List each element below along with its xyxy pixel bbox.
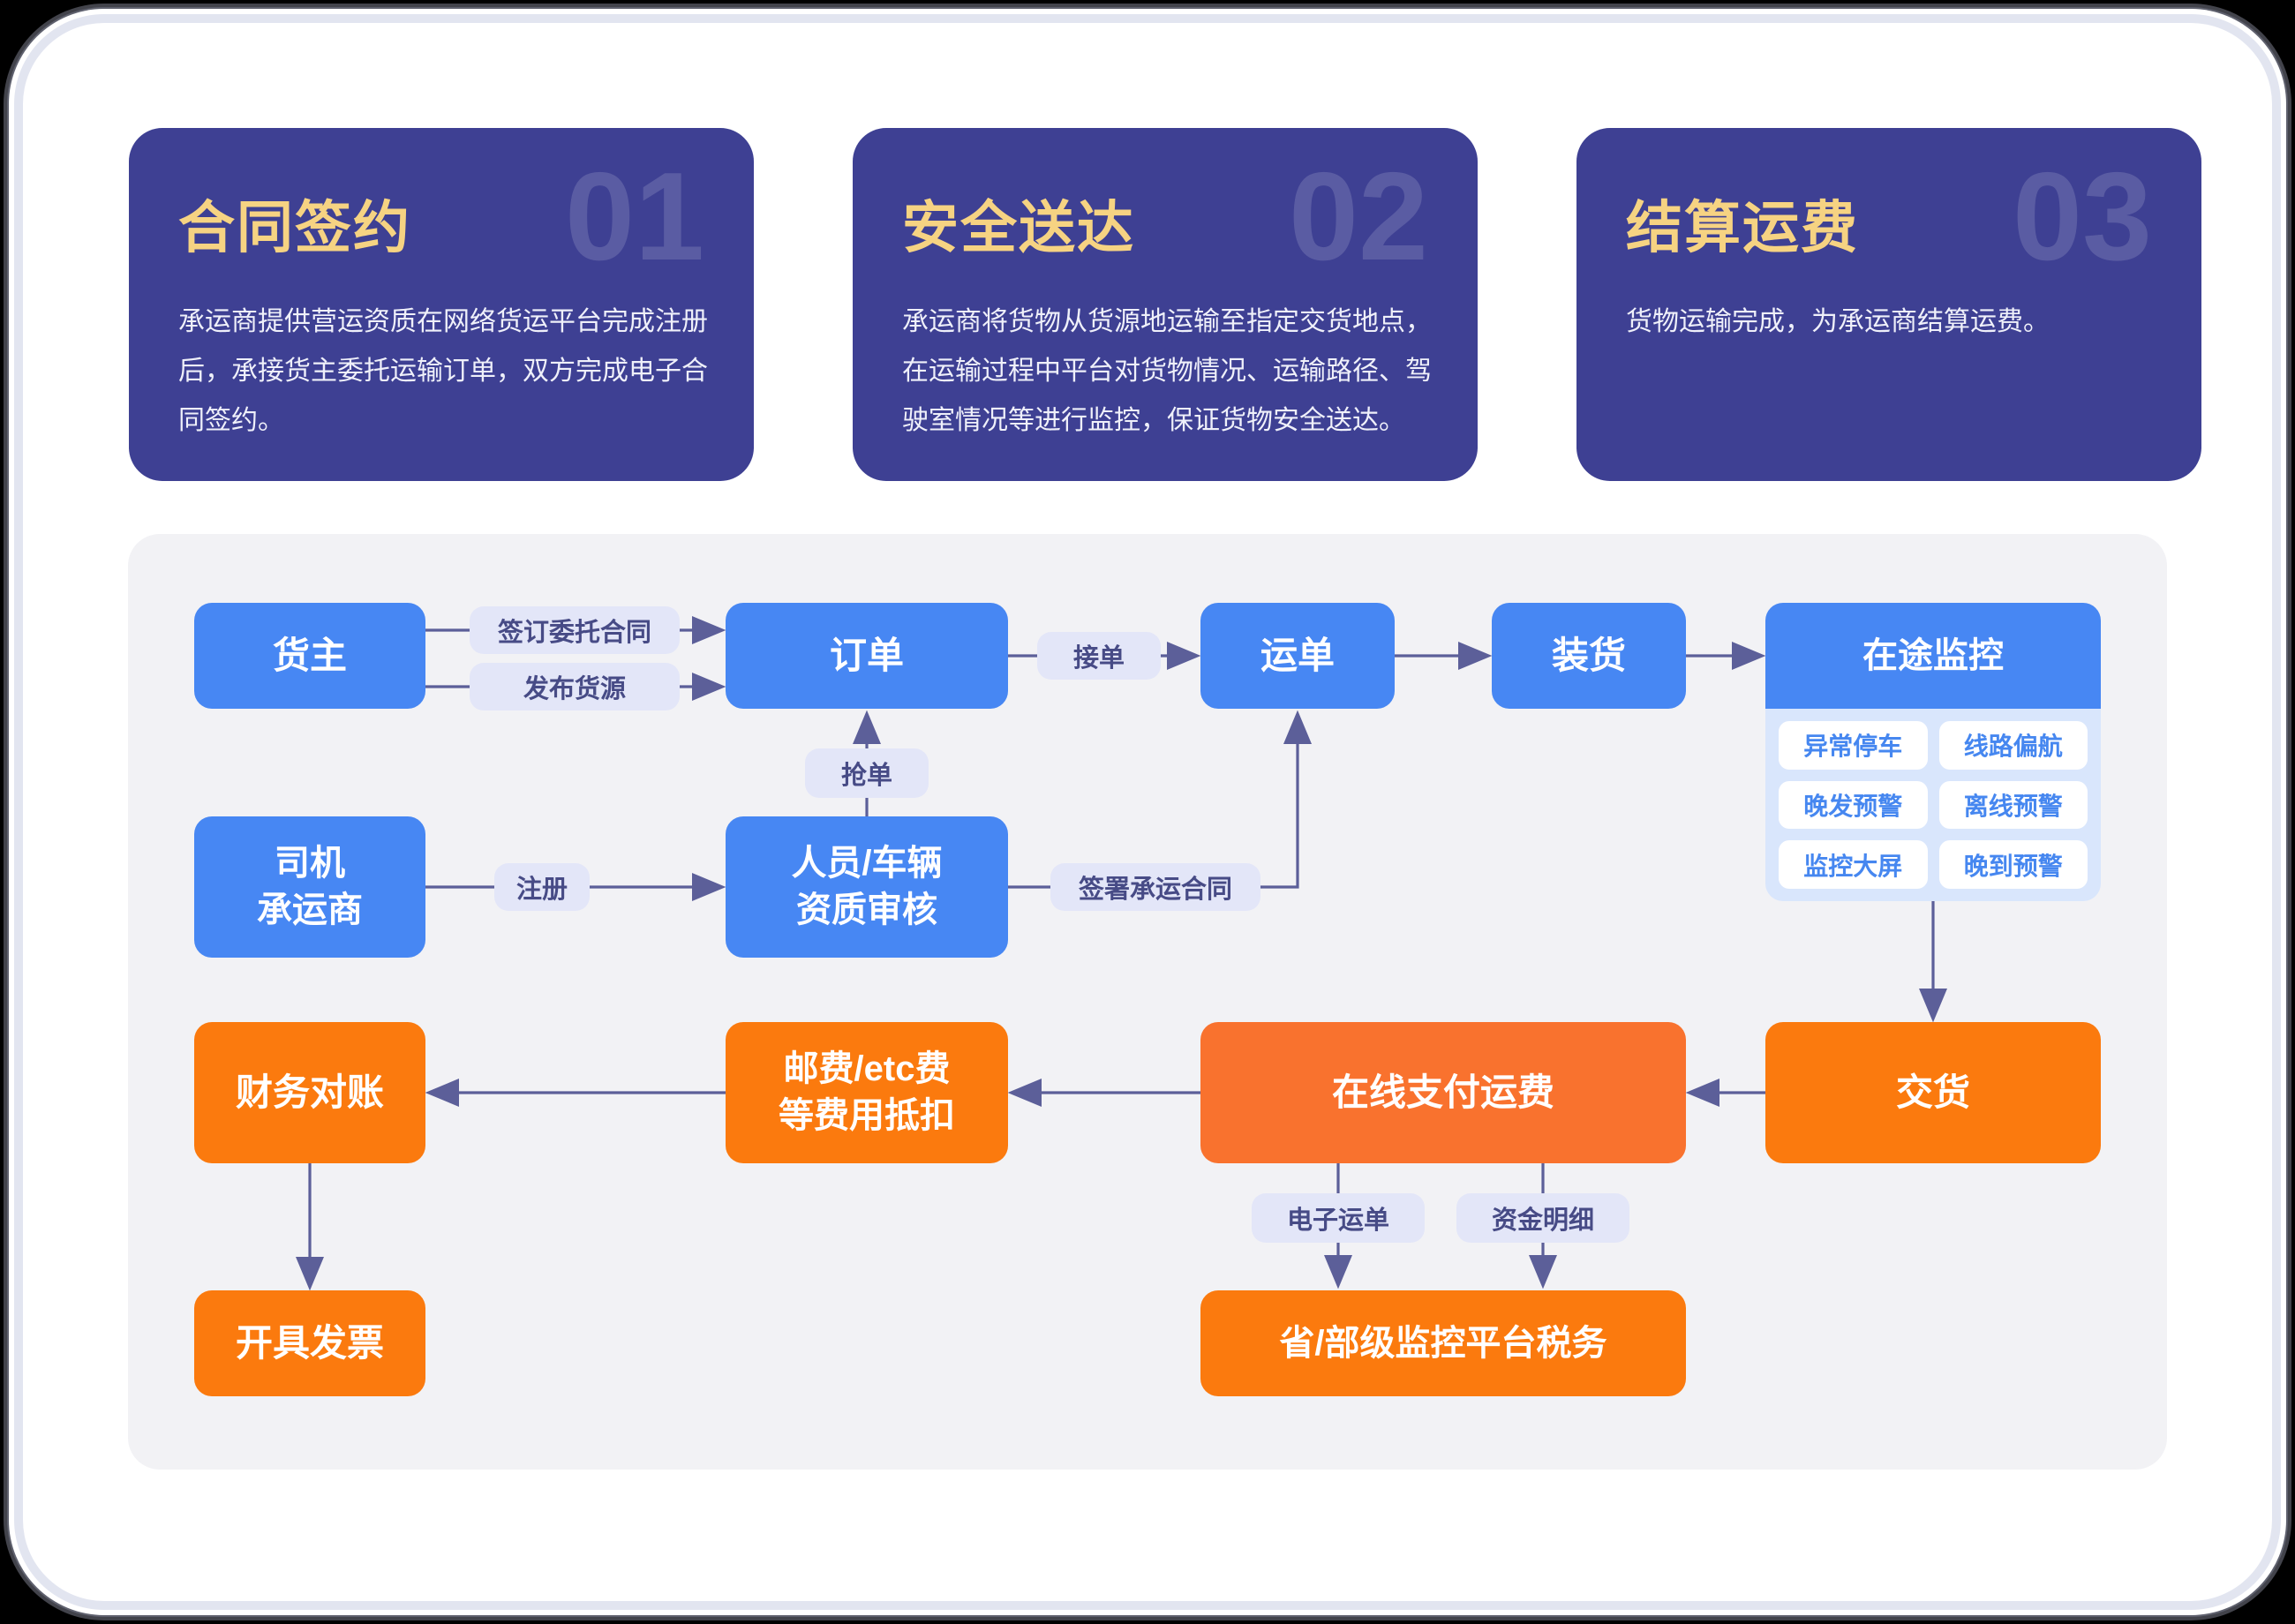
edge-label-register: 注册 (494, 863, 590, 911)
node-label: 省/部级监控平台税务 (1279, 1323, 1607, 1363)
edge-label-text: 资金明细 (1491, 1207, 1594, 1235)
node-label: 人员/车辆 (791, 844, 943, 883)
step-number: 03 (2013, 147, 2152, 287)
step-number: 02 (1289, 147, 1428, 287)
monitor-item-text: 离线预警 (1963, 792, 2063, 820)
step-card-3: 结算运费 03 货物运输完成，为承运商结算运费。 (1576, 128, 2201, 481)
step-title: 结算运费 (1626, 196, 1859, 259)
node-label: 承运商 (257, 891, 363, 929)
edge-label-text: 签订委托合同 (497, 619, 651, 647)
node-finance-reconciliation: 财务对账 (194, 1022, 425, 1163)
node-label: 开具发票 (235, 1322, 384, 1365)
step-card-1: 合同签约 01 承运商提供营运资质在网络货运平台完成注册后，承接货主委托运输订单… (129, 128, 754, 481)
node-tax-platform: 省/部级监控平台税务 (1200, 1290, 1686, 1396)
edge-label-text: 签署承运合同 (1078, 876, 1232, 904)
node-label: 资质审核 (796, 891, 937, 929)
step-description: 承运商将货物从货源地运输至指定交货地点，在运输过程中平台对货物情况、运输路径、驾… (902, 307, 1432, 435)
node-monitor: 在途监控 (1765, 603, 2101, 709)
node-label: 装货 (1551, 635, 1626, 677)
node-label: 运单 (1260, 635, 1335, 677)
node-label: 交货 (1895, 1071, 1970, 1114)
edge-label-sign-contract: 签订委托合同 (470, 606, 680, 654)
edge-label-text: 注册 (515, 876, 568, 904)
edge-label-accept-order: 接单 (1037, 632, 1161, 680)
flowchart-panel: 货主 签订委托合同 发布货源 订单 接单 运单 装货 在途监控 异常停车 线路偏… (128, 534, 2167, 1470)
node-order: 订单 (726, 603, 1008, 709)
monitor-item: 晚到预警 (1938, 840, 2088, 889)
node-fee-deduction: 邮费/etc费 等费用抵扣 (726, 1022, 1008, 1163)
monitor-item: 离线预警 (1938, 780, 2088, 830)
edge-label-fund-detail: 资金明细 (1456, 1193, 1629, 1243)
monitor-item: 晚发预警 (1779, 780, 1928, 830)
node-label: 在途监控 (1862, 635, 2004, 675)
edge-label-sign-carriage: 签署承运合同 (1050, 863, 1260, 911)
monitor-item-text: 晚发预警 (1803, 792, 1903, 820)
node-qualification-review: 人员/车辆 资质审核 (726, 816, 1008, 958)
step-number: 01 (565, 147, 704, 287)
node-label: 等费用抵扣 (779, 1096, 955, 1135)
edge-label-text: 电子运单 (1286, 1207, 1389, 1235)
node-label: 货主 (272, 635, 347, 677)
node-loading: 装货 (1492, 603, 1686, 709)
node-label: 司机 (275, 844, 345, 883)
step-card-2: 安全送达 02 承运商将货物从货源地运输至指定交货地点，在运输过程中平台对货物情… (853, 128, 1478, 481)
node-driver-carrier: 司机 承运商 (194, 816, 425, 958)
monitor-item: 线路偏航 (1938, 721, 2088, 770)
node-delivery: 交货 (1765, 1022, 2101, 1163)
edge-label-text: 接单 (1072, 644, 1125, 673)
node-label: 邮费/etc费 (783, 1049, 951, 1089)
step-description: 承运商提供营运资质在网络货运平台完成注册后，承接货主委托运输订单，双方完成电子合… (178, 307, 708, 435)
node-label: 在线支付运费 (1331, 1071, 1554, 1114)
monitor-item: 异常停车 (1779, 721, 1928, 770)
node-label: 财务对账 (235, 1071, 384, 1114)
edge-label-publish-goods: 发布货源 (470, 663, 680, 710)
monitor-item-text: 晚到预警 (1963, 852, 2063, 880)
edge-label-grab-order: 抢单 (805, 748, 929, 798)
step-description: 货物运输完成，为承运商结算运费。 (1626, 307, 2050, 336)
monitor-sub-panel: 异常停车 线路偏航 晚发预警 离线预警 监控大屏 晚到预警 (1765, 709, 2101, 901)
edge-label-e-waybill: 电子运单 (1252, 1193, 1425, 1243)
monitor-item-text: 监控大屏 (1803, 852, 1903, 880)
step-title: 安全送达 (902, 196, 1135, 259)
node-shipper: 货主 (194, 603, 425, 709)
monitor-item-text: 异常停车 (1803, 733, 1903, 761)
monitor-item-text: 线路偏航 (1963, 733, 2063, 761)
node-online-payment: 在线支付运费 (1200, 1022, 1686, 1163)
node-invoice: 开具发票 (194, 1290, 425, 1396)
node-label: 订单 (829, 635, 904, 677)
edge-label-text: 发布货源 (523, 675, 626, 703)
monitor-item: 监控大屏 (1779, 840, 1928, 889)
step-title: 合同签约 (178, 196, 411, 259)
edge-label-text: 抢单 (840, 762, 892, 790)
node-waybill: 运单 (1200, 603, 1395, 709)
